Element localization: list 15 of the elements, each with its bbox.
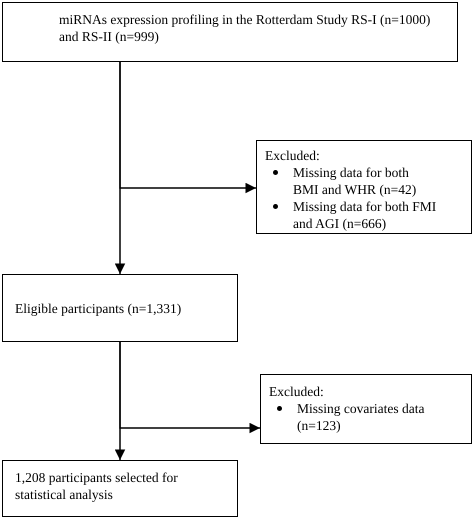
- process-box: [256, 140, 472, 234]
- arrow: [119, 342, 260, 434]
- process-box: [2, 2, 458, 62]
- heading: Excluded:: [265, 147, 321, 164]
- process-box: [2, 460, 238, 517]
- box-text: Eligible participants (n=1,331): [15, 300, 182, 316]
- box-text: 1,208 participants selected for statistical analysis: [15, 469, 179, 503]
- arrow: [119, 62, 256, 194]
- process-box: [260, 374, 472, 444]
- heading: Excluded:: [269, 383, 325, 400]
- bullet-item: Missing data for both FMI and AGI (n=666): [293, 198, 437, 232]
- box-text: miRNAs expression profiling in the Rotterdam Study RS-I (n=1000) and RS-II (n=999): [59, 11, 432, 45]
- process-box: [2, 274, 238, 342]
- bullet-item: Missing data for both BMI and WHR (n=42): [293, 164, 418, 198]
- bullet-item: Missing covariates data (n=123): [297, 400, 426, 434]
